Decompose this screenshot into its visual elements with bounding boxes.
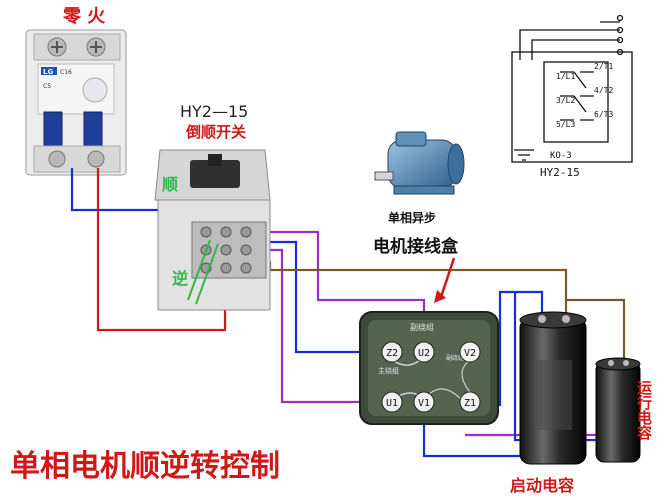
breaker-heading: 零 火	[62, 6, 106, 27]
switch-knob	[190, 160, 240, 188]
switch-schematic	[511, 14, 633, 163]
terminal-u2-label: U2	[418, 348, 430, 359]
breaker-marking: C5	[43, 83, 51, 90]
terminal-u1: U1	[381, 391, 403, 413]
schematic-terminal-t3: 6/T3	[594, 110, 613, 119]
screw-icon	[48, 150, 66, 168]
start-capacitor-label: 启动电容	[510, 476, 574, 495]
breaker-toggle-right	[83, 111, 103, 147]
breaker-toggle-left	[43, 111, 63, 147]
terminal-z2: Z2	[381, 341, 403, 363]
terminal-z1: Z1	[459, 391, 481, 413]
schematic-code: KO-3	[550, 151, 572, 161]
terminal-box-title: 副绕组	[410, 322, 434, 332]
switch-name: 倒顺开关	[185, 123, 246, 141]
switch-side-label-reverse: 逆	[172, 269, 188, 288]
schematic-terminal-t1: 2/T1	[594, 62, 613, 71]
wire-cap	[260, 260, 568, 316]
run-capacitor	[595, 357, 641, 463]
pointer-arrow	[438, 257, 456, 301]
circuit-breaker: LG C16 C5	[25, 29, 127, 176]
terminal-z2-label: Z2	[386, 348, 398, 359]
schematic-model: HY2-15	[540, 166, 580, 179]
switch-side-label-forward: 顺	[162, 175, 178, 194]
arrow-head-icon	[434, 290, 446, 303]
aux-winding-label: 副绕组	[446, 354, 464, 362]
main-title: 单相电机顺逆转控制	[10, 449, 280, 484]
breaker-brand: LG	[43, 68, 53, 76]
motor-icon	[374, 131, 465, 195]
terminal-box: 副绕组 主绕组 副绕组 Z2 U2 V2 U1 V1 Z1	[359, 311, 499, 425]
terminal-u1-label: U1	[386, 398, 398, 409]
terminal-u2: U2	[413, 341, 435, 363]
schematic-terminal-t2: 4/T2	[594, 86, 613, 95]
breaker-model: C16	[60, 69, 72, 76]
switch-model: HY2—15	[180, 102, 248, 121]
schematic-terminal-l3: 5/L3	[556, 120, 575, 129]
schematic-terminal-l2: 3/L2	[556, 96, 575, 105]
terminal-v2-label: V2	[464, 348, 476, 359]
wire-run-cap-3	[566, 298, 626, 358]
terminal-v2: V2	[459, 341, 481, 363]
terminal-z1-label: Z1	[464, 398, 476, 409]
schematic-terminal-l1: 1/L1	[556, 72, 575, 81]
terminal-v1-label: V1	[418, 398, 430, 409]
start-capacitor	[519, 311, 587, 465]
wire-u1	[260, 248, 380, 404]
run-capacitor-label: 运行电容	[635, 380, 653, 440]
screw-icon	[87, 150, 105, 168]
terminal-box-label: 电机接线盒	[373, 236, 459, 257]
reversing-switch	[154, 149, 271, 311]
main-winding-label: 主绕组	[378, 366, 399, 375]
wire-z2	[260, 240, 380, 354]
motor-caption: 单相异步	[388, 210, 436, 225]
terminal-v1: V1	[413, 391, 435, 413]
